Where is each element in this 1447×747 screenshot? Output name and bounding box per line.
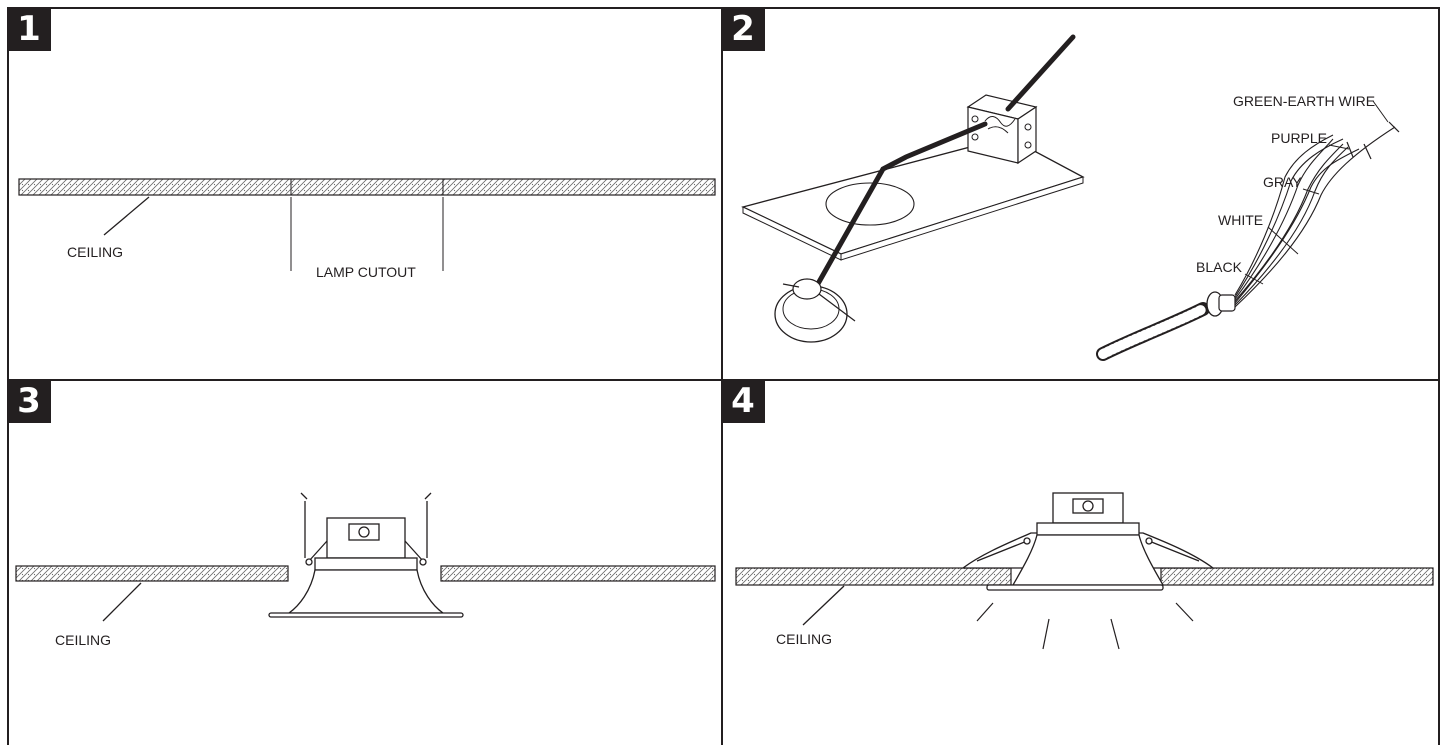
step-number-badge: 4 bbox=[721, 379, 765, 423]
step-3-panel: 3 CEILING bbox=[7, 379, 723, 745]
downlight-small bbox=[774, 278, 856, 343]
step-2-panel: 2 bbox=[721, 7, 1440, 381]
downlight-fixture bbox=[268, 492, 464, 618]
ceiling-label: CEILING bbox=[67, 244, 123, 260]
step-3-diagram: CEILING bbox=[15, 492, 716, 648]
fixture-wires bbox=[1234, 126, 1396, 308]
junction-box bbox=[966, 94, 1038, 165]
ceiling-label: CEILING bbox=[776, 631, 832, 647]
gray-wire-label: GRAY bbox=[1263, 174, 1302, 190]
ceiling-board bbox=[735, 567, 1434, 586]
supply-cable bbox=[812, 34, 1076, 292]
step-4-panel: 4 CEILING bbox=[721, 379, 1440, 745]
flexible-conduit bbox=[1096, 291, 1236, 361]
black-wire-label: BLACK bbox=[1196, 259, 1243, 275]
ceiling-leader-line bbox=[103, 196, 150, 236]
ceiling-panel-perspective bbox=[741, 136, 1085, 261]
ceiling-leader-line bbox=[802, 585, 845, 626]
purple-wire-label: PURPLE bbox=[1271, 130, 1327, 146]
step-1-diagram: CEILING LAMP CUTOUT bbox=[18, 178, 716, 280]
ceiling-label: CEILING bbox=[55, 632, 111, 648]
ceiling-board bbox=[15, 565, 716, 582]
step-number-badge: 2 bbox=[721, 7, 765, 51]
white-wire-label: WHITE bbox=[1218, 212, 1263, 228]
step-4-diagram: CEILING bbox=[735, 492, 1434, 650]
light-rays bbox=[976, 602, 1194, 650]
lamp-cutout-label: LAMP CUTOUT bbox=[316, 264, 416, 280]
step-2-diagram: GREEN-EARTH WIRE PURPLE GRAY WHITE BLACK bbox=[741, 34, 1400, 361]
green-earth-wire-label: GREEN-EARTH WIRE bbox=[1233, 93, 1375, 109]
step-number-badge: 1 bbox=[7, 7, 51, 51]
ceiling-leader-line bbox=[102, 582, 142, 622]
installed-downlight bbox=[961, 492, 1215, 591]
step-1-panel: 1 CEILING LAMP CUTOUT bbox=[7, 7, 723, 381]
ceiling-board bbox=[18, 178, 716, 196]
step-number-badge: 3 bbox=[7, 379, 51, 423]
